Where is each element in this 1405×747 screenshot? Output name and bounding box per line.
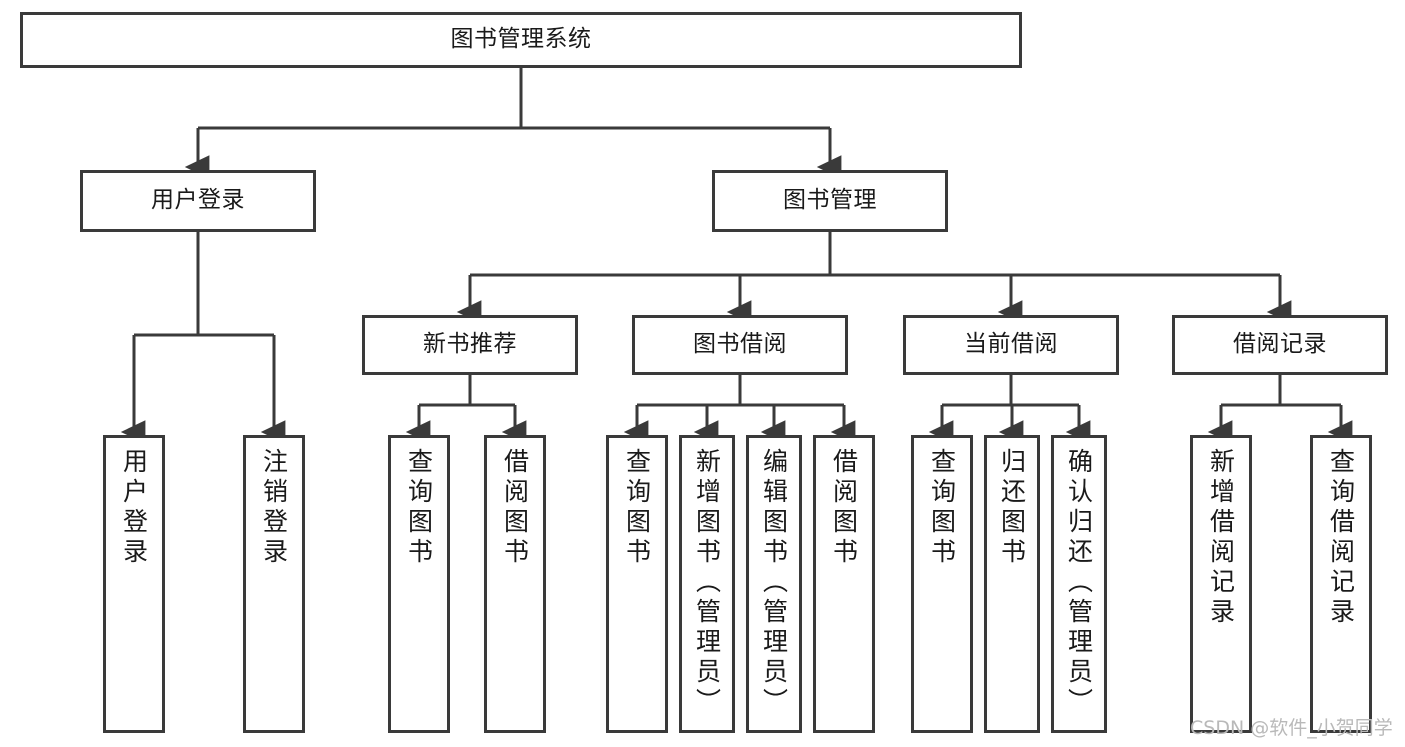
node-book-manage[interactable]: 图书管理	[712, 170, 948, 232]
node-borrow-record[interactable]: 借阅记录	[1172, 315, 1388, 375]
node-leaf-rec-add[interactable]: 新增借阅记录	[1190, 435, 1252, 733]
node-leaf-borrow-edit[interactable]: 编辑图书（管理员）	[746, 435, 802, 733]
node-label: 查询借阅记录	[1326, 448, 1356, 628]
node-leaf-rec-query[interactable]: 查询图书	[388, 435, 450, 733]
node-label: 查询图书	[622, 448, 652, 568]
node-label: 确认归还（管理员）	[1064, 448, 1094, 718]
node-root[interactable]: 图书管理系统	[20, 12, 1022, 68]
node-label: 图书管理系统	[450, 26, 592, 53]
node-label: 查询图书	[927, 448, 957, 568]
node-leaf-borrow-do[interactable]: 借阅图书	[813, 435, 875, 733]
node-leaf-borrow-query[interactable]: 查询图书	[606, 435, 668, 733]
node-label: 图书管理	[783, 187, 877, 214]
node-label: 用户登录	[151, 187, 245, 214]
node-leaf-rec-borrow[interactable]: 借阅图书	[484, 435, 546, 733]
node-label: 查询图书	[404, 448, 434, 568]
node-label: 新增借阅记录	[1206, 448, 1236, 628]
node-label: 借阅图书	[500, 448, 530, 568]
node-label: 当前借阅	[964, 331, 1058, 358]
node-leaf-borrow-add[interactable]: 新增图书（管理员）	[679, 435, 735, 733]
node-label: 借阅记录	[1233, 331, 1327, 358]
node-book-borrow[interactable]: 图书借阅	[632, 315, 848, 375]
node-new-book-rec[interactable]: 新书推荐	[362, 315, 578, 375]
node-label: 图书借阅	[693, 331, 787, 358]
node-label: 注销登录	[259, 448, 289, 568]
watermark-label: CSDN @软件_小贺同学	[1190, 717, 1393, 739]
node-label: 编辑图书（管理员）	[759, 448, 789, 718]
node-leaf-user-logout[interactable]: 注销登录	[243, 435, 305, 733]
node-leaf-cur-return[interactable]: 归还图书	[984, 435, 1040, 733]
node-user-login[interactable]: 用户登录	[80, 170, 316, 232]
node-label: 借阅图书	[829, 448, 859, 568]
node-leaf-user-login[interactable]: 用户登录	[103, 435, 165, 733]
node-leaf-rec-search[interactable]: 查询借阅记录	[1310, 435, 1372, 733]
node-label: 用户登录	[119, 448, 149, 568]
node-label: 新书推荐	[423, 331, 517, 358]
node-leaf-cur-query[interactable]: 查询图书	[911, 435, 973, 733]
node-current-borrow[interactable]: 当前借阅	[903, 315, 1119, 375]
node-leaf-cur-confirm[interactable]: 确认归还（管理员）	[1051, 435, 1107, 733]
node-label: 新增图书（管理员）	[692, 448, 722, 718]
node-label: 归还图书	[997, 448, 1027, 568]
